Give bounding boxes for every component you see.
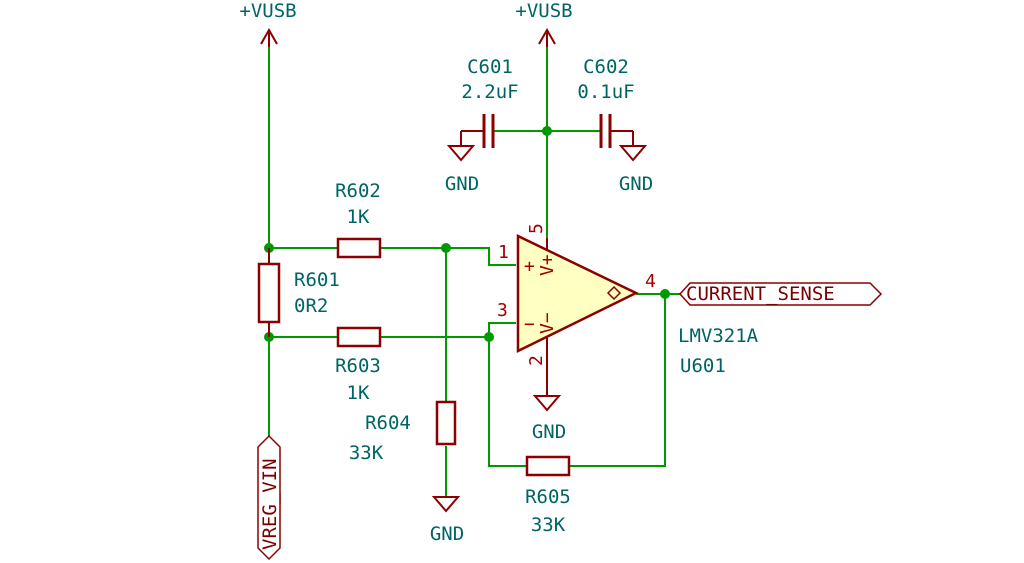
vminus-name: V− (537, 312, 558, 334)
gnd-u601-symbol: GND (532, 350, 566, 443)
opamp-u601: + − V+ V− 1 3 4 5 2 LMV321A U601 (497, 223, 759, 377)
r601-ref: R601 (294, 269, 340, 291)
junction-dot (660, 289, 670, 299)
capacitor-c602: C602 0.1uF (577, 56, 635, 148)
resistor-r605: R605 33K (525, 455, 571, 536)
gnd-r604-symbol: GND (430, 496, 464, 545)
vusb-top-symbol: +VUSB (515, 0, 573, 47)
vreg-vin-text: VREG_VIN (259, 458, 281, 550)
gnd-r604-label: GND (430, 523, 464, 545)
r602-ref: R602 (335, 180, 381, 202)
pin-number-3: 3 (497, 300, 508, 321)
vplus-name: V+ (537, 254, 558, 276)
resistor-r604: R604 33K (349, 400, 457, 464)
resistor-r601: R601 0R2 (257, 248, 340, 337)
resistor-r603: R603 1K (335, 326, 382, 404)
u601-part: LMV321A (678, 325, 759, 347)
junction-dot (484, 332, 494, 342)
pin-in-plus-sign: + (524, 256, 535, 277)
c602-ref: C602 (583, 56, 629, 78)
junctions (264, 126, 670, 342)
r603-value: 1K (347, 382, 370, 404)
gnd-u601-label: GND (532, 421, 566, 443)
junction-dot (441, 243, 451, 253)
pin-number-2: 2 (526, 355, 547, 366)
gnd-c602-symbol: GND (618, 131, 653, 195)
r602-value: 1K (347, 206, 370, 228)
net-label-vreg-vin: VREG_VIN (257, 434, 281, 561)
resistor-r602: R602 1K (335, 180, 382, 259)
c602-value: 0.1uF (577, 81, 634, 103)
c601-ref: C601 (467, 56, 513, 78)
opamp-body (516, 234, 639, 354)
vusb-left-label: +VUSB (239, 0, 296, 22)
wire-feedback-left (488, 337, 527, 467)
vusb-top-label: +VUSB (515, 0, 572, 22)
r605-ref: R605 (525, 486, 571, 508)
pin-in-minus-sign: − (524, 314, 535, 335)
r604-ref: R604 (365, 412, 411, 434)
current-sense-text: CURRENT_SENSE (686, 283, 835, 305)
pin-number-5: 5 (526, 223, 547, 234)
wire-feedback-right (569, 294, 666, 467)
pin-number-4: 4 (645, 271, 656, 292)
capacitor-c601: C601 2.2uF (461, 56, 519, 148)
r603-ref: R603 (335, 355, 381, 377)
c601-value: 2.2uF (461, 81, 518, 103)
r605-value: 33K (531, 514, 566, 536)
gnd-c601-label: GND (445, 173, 479, 195)
r604-value: 33K (349, 442, 384, 464)
junction-dot (542, 126, 552, 136)
wire-node-to-pin1 (446, 247, 516, 266)
gnd-c602-label: GND (619, 173, 653, 195)
opamp-output-marker (606, 285, 622, 301)
gnd-c601-symbol: GND (445, 131, 479, 195)
u601-ref: U601 (680, 355, 726, 377)
net-label-current-sense: CURRENT_SENSE (678, 282, 883, 306)
vusb-left-symbol: +VUSB (239, 0, 297, 47)
pin-number-1: 1 (498, 242, 509, 263)
r601-value: 0R2 (294, 295, 328, 317)
wires (268, 47, 680, 497)
